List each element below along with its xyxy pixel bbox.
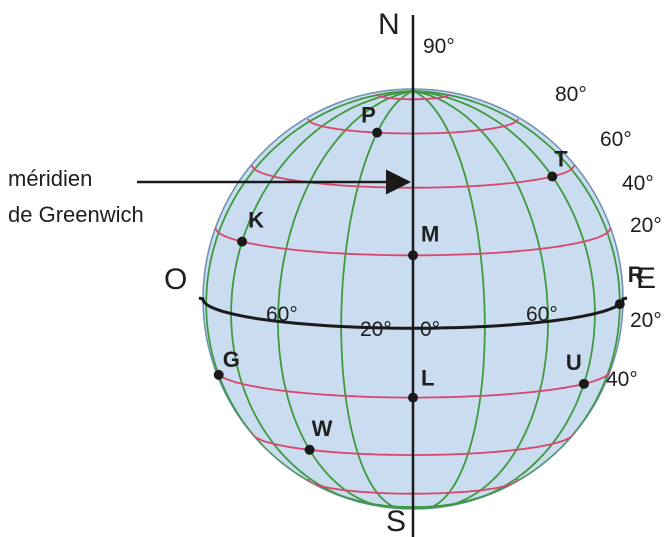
greenwich-caption-line2: de Greenwich bbox=[8, 202, 144, 227]
point-r-label: R bbox=[628, 262, 644, 287]
point-w-label: W bbox=[312, 416, 333, 441]
south-label: S bbox=[386, 505, 406, 537]
point-k-label: K bbox=[248, 208, 264, 233]
point-t-marker bbox=[547, 171, 558, 182]
longitude-20-west-label: 20° bbox=[360, 318, 392, 341]
greenwich-caption-line1: méridien bbox=[8, 166, 92, 191]
point-u-marker bbox=[578, 378, 589, 389]
longitude-0-label: 0° bbox=[420, 318, 440, 341]
latitude-20-north-label: 20° bbox=[630, 214, 662, 237]
point-g-marker bbox=[213, 369, 224, 380]
latitude-40-north-label: 40° bbox=[622, 172, 654, 195]
north-label: N bbox=[378, 8, 400, 41]
latitude-40-south-label: 40° bbox=[606, 368, 638, 391]
point-p-marker bbox=[372, 127, 383, 138]
latitude-90-label: 90° bbox=[423, 35, 455, 58]
point-t-label: T bbox=[554, 147, 568, 172]
point-r-marker bbox=[614, 299, 625, 310]
point-m-label: M bbox=[421, 221, 439, 246]
latitude-20-south-label: 20° bbox=[630, 309, 662, 332]
longitude-60-east-label: 60° bbox=[526, 303, 558, 326]
point-w-marker bbox=[304, 444, 315, 455]
point-l-label: L bbox=[421, 366, 434, 391]
point-k-marker bbox=[237, 236, 248, 247]
point-g-label: G bbox=[223, 347, 240, 372]
point-p-label: P bbox=[361, 103, 376, 128]
longitude-60-west-label: 60° bbox=[266, 303, 298, 326]
east-label: E bbox=[636, 262, 656, 295]
point-m-marker bbox=[408, 250, 418, 261]
west-label: O bbox=[164, 263, 187, 296]
points-layer: P T K M R G U L W bbox=[213, 103, 644, 455]
point-u-label: U bbox=[566, 350, 582, 375]
latitude-60-label: 60° bbox=[600, 128, 632, 151]
point-l-marker bbox=[408, 392, 418, 403]
latitude-80-label: 80° bbox=[555, 83, 587, 106]
